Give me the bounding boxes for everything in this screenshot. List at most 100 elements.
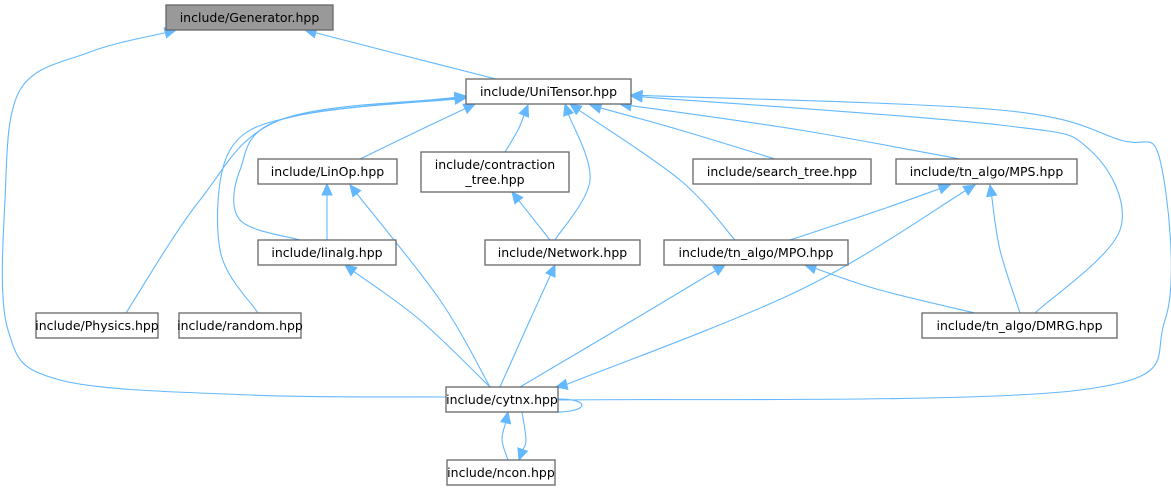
node-ncon[interactable]: include/ncon.hpp bbox=[446, 459, 556, 486]
edge-line bbox=[504, 114, 525, 153]
arrowhead-icon bbox=[499, 410, 512, 425]
node-label[interactable]: include/random.hpp bbox=[177, 318, 303, 333]
edge-line bbox=[521, 411, 527, 451]
node-label[interactable]: include/UniTensor.hpp bbox=[480, 84, 617, 99]
arrowhead-icon bbox=[629, 89, 643, 102]
edge-cytnx-to-network bbox=[499, 263, 556, 388]
edge-line bbox=[559, 189, 967, 388]
arrowhead-icon bbox=[986, 183, 998, 198]
node-dmrg[interactable]: include/tn_algo/DMRG.hpp bbox=[921, 312, 1118, 339]
node-box[interactable] bbox=[895, 158, 1078, 185]
edge-search_tree-to-unitensor bbox=[588, 102, 776, 160]
edge-line bbox=[1, 31, 447, 398]
edge-dmrg-to-unitensor bbox=[629, 91, 1123, 314]
edge-mps-to-unitensor bbox=[618, 99, 961, 160]
node-label[interactable]: include/Generator.hpp bbox=[180, 10, 320, 25]
edge-line bbox=[640, 96, 1123, 314]
edge-cytnx-to-ncon bbox=[517, 411, 529, 462]
arrowhead-icon bbox=[517, 447, 529, 462]
edge-contraction_tree-to-unitensor bbox=[504, 103, 530, 153]
edge-line bbox=[314, 31, 497, 80]
arrowhead-icon bbox=[563, 102, 575, 117]
arrowhead-icon bbox=[321, 182, 333, 196]
node-label[interactable]: include/linalg.hpp bbox=[271, 245, 382, 260]
node-box[interactable] bbox=[165, 4, 334, 31]
edge-line bbox=[577, 109, 736, 241]
edge-line bbox=[519, 269, 717, 388]
node-box[interactable] bbox=[484, 239, 641, 266]
edge-unitensor-to-generator bbox=[303, 27, 497, 80]
node-label[interactable]: include/tn_algo/MPO.hpp bbox=[679, 245, 834, 260]
edge-line bbox=[554, 113, 591, 241]
arrowhead-icon bbox=[544, 263, 556, 278]
node-random[interactable]: include/random.hpp bbox=[177, 312, 303, 339]
node-box[interactable] bbox=[420, 151, 570, 193]
edge-line bbox=[499, 273, 552, 388]
node-label[interactable]: include/cytnx.hpp bbox=[446, 392, 558, 407]
node-generator[interactable]: include/Generator.hpp bbox=[165, 4, 334, 31]
arrowhead-icon bbox=[554, 378, 569, 390]
node-contraction-tree[interactable]: include/contraction_tree.hpp bbox=[420, 151, 570, 193]
edge-dmrg-to-mps bbox=[986, 183, 1021, 314]
node-unitensor[interactable]: include/UniTensor.hpp bbox=[465, 78, 632, 105]
node-label[interactable]: include/Network.hpp bbox=[498, 245, 628, 260]
node-mpo[interactable]: include/tn_algo/MPO.hpp bbox=[663, 239, 849, 266]
edge-dmrg-to-mpo bbox=[803, 263, 976, 314]
edge-line bbox=[217, 98, 457, 314]
arrowhead-icon bbox=[462, 103, 477, 115]
edge-line bbox=[501, 421, 509, 461]
edge-line bbox=[557, 94, 1171, 401]
node-box[interactable] bbox=[35, 312, 159, 339]
node-box[interactable] bbox=[446, 459, 556, 486]
node-box[interactable] bbox=[465, 78, 632, 105]
edges-layer bbox=[1, 27, 1171, 462]
node-label[interactable]: _tree.hpp bbox=[464, 172, 524, 187]
edge-mpo-to-unitensor bbox=[569, 103, 736, 241]
edge-line bbox=[990, 194, 1021, 314]
node-physics[interactable]: include/Physics.hpp bbox=[35, 312, 159, 339]
edge-random-to-unitensor bbox=[217, 93, 468, 314]
node-box[interactable] bbox=[921, 312, 1118, 339]
edge-cytnx-to-generator bbox=[1, 27, 447, 398]
nodes-layer: include/Generator.hpp include/UniTensor.h… bbox=[35, 4, 1118, 486]
edge-linalg-to-linop bbox=[321, 182, 333, 240]
arrowhead-icon bbox=[712, 264, 727, 276]
node-box[interactable] bbox=[178, 312, 302, 339]
node-label[interactable]: include/tn_algo/MPS.hpp bbox=[910, 164, 1064, 179]
arrowhead-icon bbox=[511, 191, 524, 205]
edge-ncon-to-cytnx bbox=[499, 410, 512, 461]
node-label[interactable]: include/Physics.hpp bbox=[35, 318, 159, 333]
edge-line bbox=[629, 104, 961, 160]
node-box[interactable] bbox=[257, 239, 397, 266]
arrowhead-icon bbox=[962, 184, 977, 196]
edge-cytnx-to-linop bbox=[349, 184, 491, 388]
node-mps[interactable]: include/tn_algo/MPS.hpp bbox=[895, 158, 1078, 185]
arrowhead-icon bbox=[937, 183, 952, 195]
node-search-tree[interactable]: include/search_tree.hpp bbox=[692, 158, 872, 185]
node-network[interactable]: include/Network.hpp bbox=[484, 239, 641, 266]
node-label[interactable]: include/search_tree.hpp bbox=[707, 164, 857, 179]
node-box[interactable] bbox=[663, 239, 849, 266]
node-linop[interactable]: include/LinOp.hpp bbox=[257, 158, 398, 185]
node-box[interactable] bbox=[692, 158, 872, 185]
node-box[interactable] bbox=[445, 386, 559, 413]
node-box[interactable] bbox=[257, 158, 398, 185]
arrowhead-icon bbox=[453, 93, 468, 105]
edge-network-to-contraction_tree bbox=[511, 191, 551, 241]
node-label[interactable]: include/contraction bbox=[435, 157, 555, 172]
edge-line bbox=[125, 97, 457, 314]
arrowhead-icon bbox=[569, 103, 583, 116]
node-label[interactable]: include/tn_algo/DMRG.hpp bbox=[936, 318, 1102, 333]
node-linalg[interactable]: include/linalg.hpp bbox=[257, 239, 397, 266]
node-label[interactable]: include/ncon.hpp bbox=[447, 465, 555, 480]
edge-line bbox=[352, 270, 491, 388]
edge-line bbox=[517, 199, 551, 241]
edge-line bbox=[814, 267, 976, 314]
edge-physics-to-unitensor bbox=[125, 92, 468, 314]
edge-network-to-unitensor bbox=[554, 102, 591, 241]
node-label[interactable]: include/LinOp.hpp bbox=[271, 164, 384, 179]
edge-cytnx-to-linalg bbox=[344, 264, 491, 388]
edge-line bbox=[599, 107, 776, 160]
node-cytnx[interactable]: include/cytnx.hpp bbox=[445, 386, 559, 413]
